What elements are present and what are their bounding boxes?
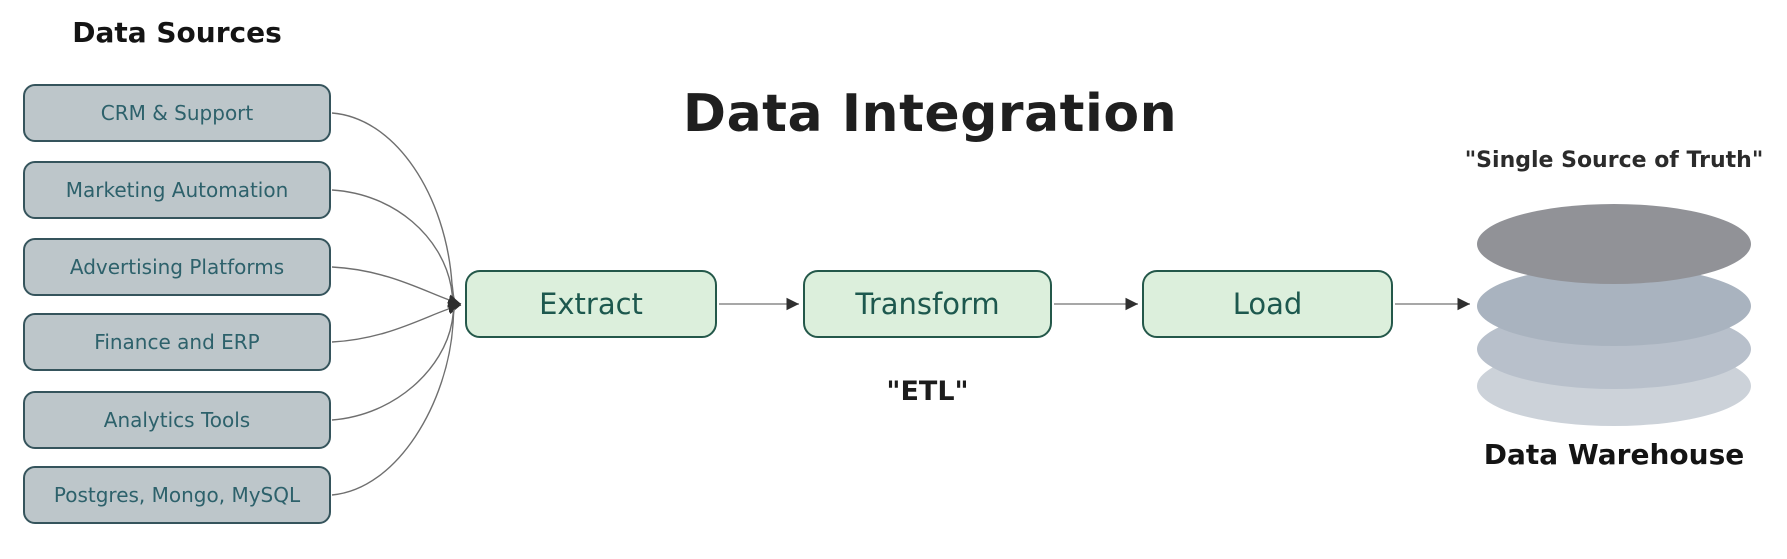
connector-marketing-to-extract xyxy=(331,189,462,308)
page-title: Data Integration xyxy=(682,84,1178,144)
step-box-transform: Transform xyxy=(803,270,1052,338)
data-sources-heading: Data Sources xyxy=(72,16,282,49)
connector-finance-to-extract xyxy=(331,301,462,343)
connector-advertising-to-extract xyxy=(331,266,462,307)
source-box-label: Postgres, Mongo, MySQL xyxy=(53,483,301,507)
source-box-crm-support: CRM & Support xyxy=(23,84,331,142)
etl-caption: "ETL" xyxy=(886,376,969,407)
source-box-finance-erp: Finance and ERP xyxy=(23,313,331,371)
step-label: Transform xyxy=(855,287,1000,321)
warehouse-label: Data Warehouse xyxy=(1483,438,1745,471)
step-label: Extract xyxy=(539,287,643,321)
warehouse-tagline: "Single Source of Truth" xyxy=(1464,148,1764,173)
source-box-label: CRM & Support xyxy=(100,101,254,125)
warehouse-disk-icon xyxy=(1477,204,1751,284)
source-box-advertising-platforms: Advertising Platforms xyxy=(23,238,331,296)
source-box-label: Advertising Platforms xyxy=(69,255,285,279)
source-box-label: Finance and ERP xyxy=(94,330,260,354)
step-box-extract: Extract xyxy=(465,270,717,338)
source-box-marketing-automation: Marketing Automation xyxy=(23,161,331,219)
source-box-databases: Postgres, Mongo, MySQL xyxy=(23,466,331,524)
step-box-load: Load xyxy=(1142,270,1393,338)
source-box-analytics-tools: Analytics Tools xyxy=(23,391,331,449)
source-box-label: Analytics Tools xyxy=(103,408,251,432)
connector-analytics-to-extract xyxy=(331,300,462,421)
step-label: Load xyxy=(1232,287,1303,321)
connector-crm-to-extract xyxy=(331,112,462,308)
source-box-label: Marketing Automation xyxy=(65,178,289,202)
connector-postgres-to-extract xyxy=(331,300,462,496)
